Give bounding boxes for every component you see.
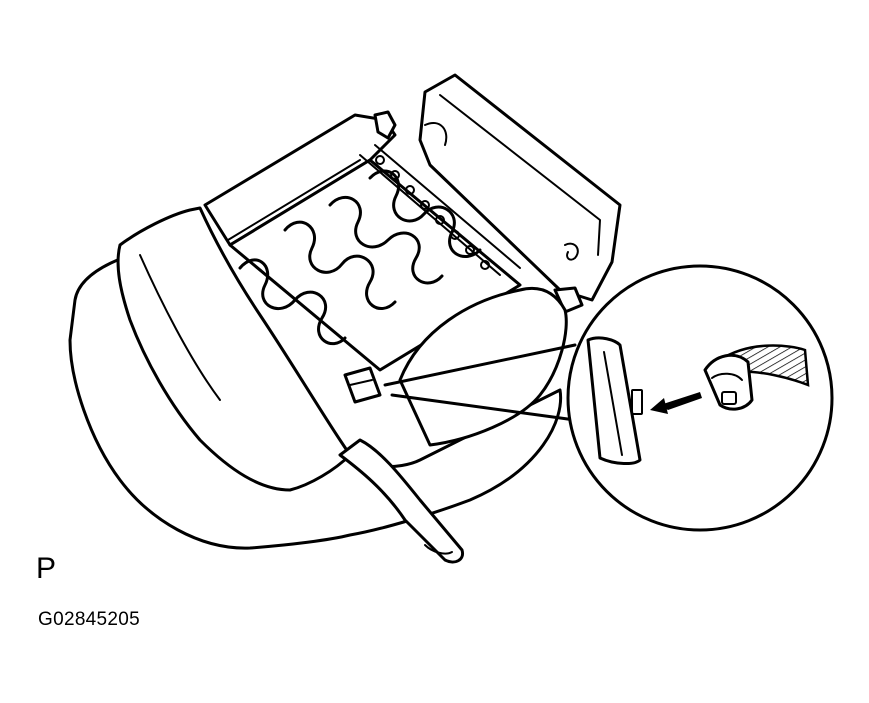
panel-letter: P — [36, 552, 57, 585]
seat-frame — [203, 110, 584, 372]
seat-back-cover — [418, 73, 622, 302]
magnified-callout — [566, 264, 834, 532]
frame-holes — [375, 155, 490, 270]
cushion-cover — [68, 206, 568, 550]
callout-leader — [383, 343, 577, 422]
figure-code: G02845205 — [38, 609, 141, 630]
cover-strap — [338, 366, 465, 564]
seat-springs — [238, 169, 482, 345]
